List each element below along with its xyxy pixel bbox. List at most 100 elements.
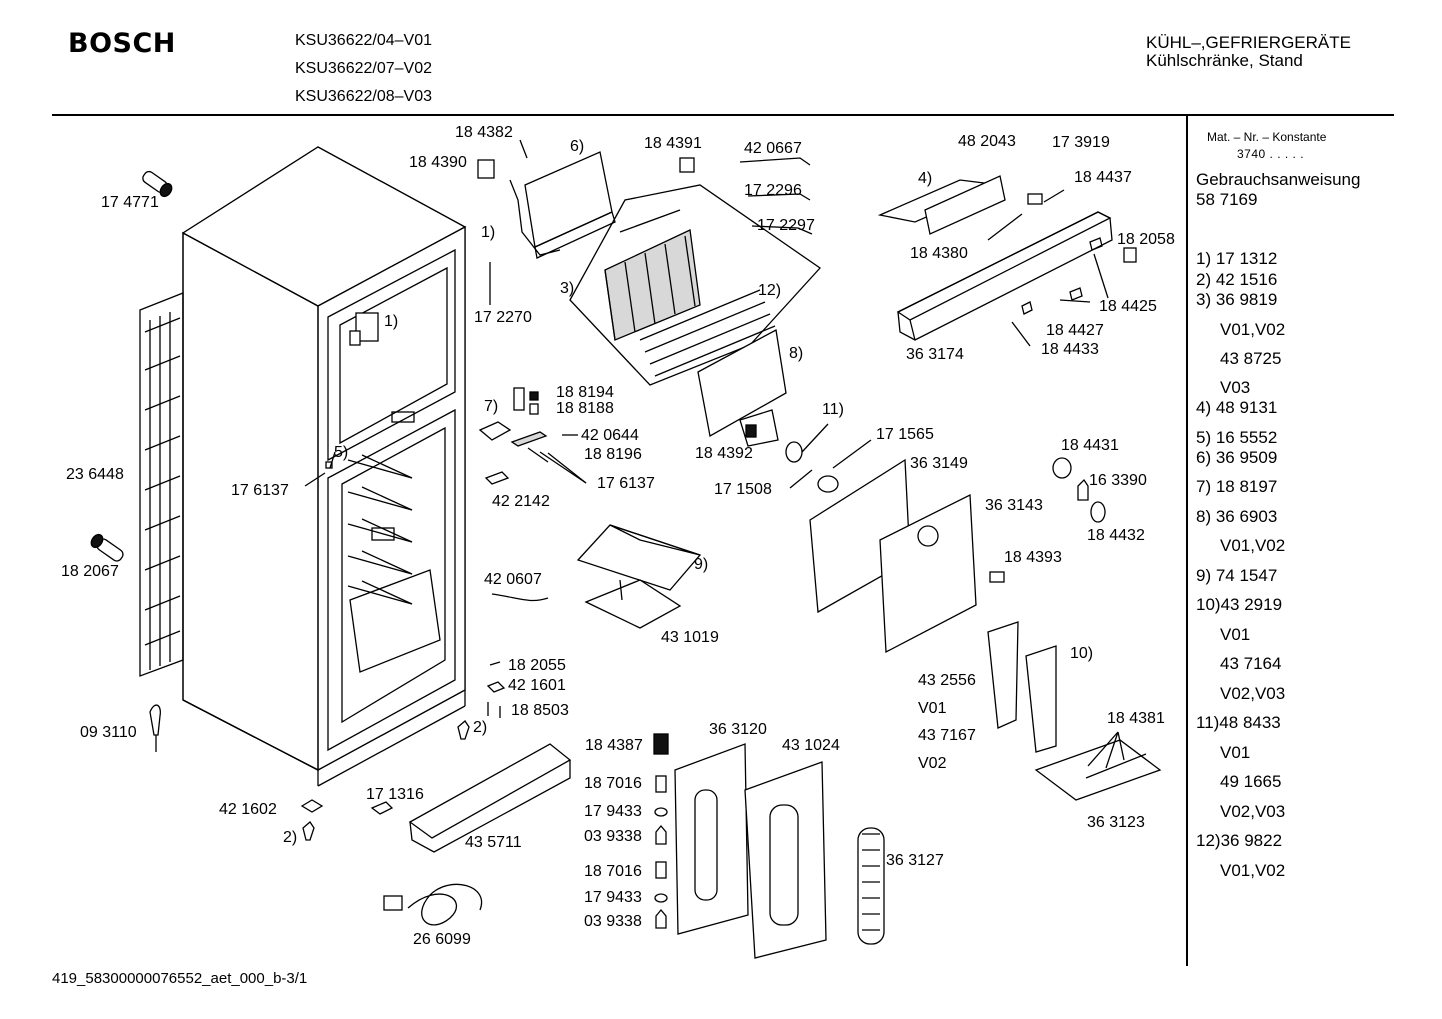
- part-variant: V02,V03: [1220, 802, 1286, 821]
- part-label: 42 1601: [508, 677, 566, 694]
- part-label: 43 1019: [661, 629, 719, 646]
- part-variant: V01: [1220, 625, 1251, 644]
- part-entry: 43 7164: [1220, 654, 1282, 673]
- part-label: 18 4390: [409, 154, 467, 171]
- part-label: 18 4392: [695, 445, 753, 462]
- part-variant: V01: [1220, 743, 1251, 762]
- mat-nr-label: Mat. – Nr. – Konstante: [1207, 130, 1327, 144]
- part-label: 18 8196: [584, 446, 642, 463]
- part-label: 18 8194: [556, 384, 614, 401]
- ref-label: 10): [1070, 645, 1094, 662]
- part-label: 18 4380: [910, 245, 968, 262]
- part-entry: 3) 36 9819: [1196, 290, 1278, 309]
- ref-label: 8): [789, 345, 804, 362]
- part-label: 16 3390: [1089, 472, 1147, 489]
- part-label: 18 4425: [1099, 298, 1157, 315]
- part-label: 18 4431: [1061, 437, 1119, 454]
- ref-label: 1): [384, 313, 399, 330]
- category-line: KÜHL–,GEFRIERGERÄTE: [1146, 33, 1351, 52]
- ref-label: 1): [481, 224, 496, 241]
- evaporator: [569, 184, 821, 386]
- sidebar-divider: [1186, 116, 1188, 966]
- mat-nr-value: 3740 . . . . .: [1237, 147, 1305, 161]
- manual-number: 58 7169: [1196, 190, 1258, 209]
- part-label: 03 9338: [584, 828, 642, 845]
- part-label: 43 7167: [918, 727, 976, 744]
- part-label: 42 1602: [219, 801, 277, 818]
- part-label: 18 4432: [1087, 527, 1145, 544]
- part-entry: 49 1665: [1220, 772, 1282, 791]
- part-entry: 8) 36 6903: [1196, 507, 1278, 526]
- part-label: 17 2296: [744, 182, 802, 199]
- part-label: 18 4381: [1107, 710, 1165, 727]
- part-label: 43 1024: [782, 737, 840, 754]
- part-label: 43 5711: [465, 834, 522, 851]
- ref-label: 12): [758, 282, 782, 299]
- part-label: 36 3127: [886, 852, 944, 869]
- manual-label: Gebrauchsanweisung: [1196, 170, 1361, 189]
- ref-label: 2): [473, 719, 488, 736]
- part-entry: 7) 18 8197: [1196, 477, 1278, 496]
- part-label: 17 9433: [584, 803, 642, 820]
- part-label: 36 3149: [910, 455, 968, 472]
- part-label: 17 9433: [584, 889, 642, 906]
- part-label: 17 1316: [366, 786, 424, 803]
- part-label: 17 6137: [231, 482, 289, 499]
- header-divider: [52, 114, 1394, 116]
- part-entry: 12)36 9822: [1196, 831, 1283, 850]
- part-label: 18 4433: [1041, 341, 1099, 358]
- part-label: 03 9338: [584, 913, 642, 930]
- model-number: KSU36622/08–V03: [295, 88, 432, 105]
- fridge-cabinet: [139, 146, 467, 787]
- ref-label: 3): [560, 280, 575, 297]
- left-parts: [90, 170, 470, 841]
- cover-plate: [697, 328, 787, 447]
- part-entry: 9) 74 1547: [1196, 566, 1278, 585]
- part-variant: V01,V02: [1220, 536, 1286, 555]
- part-label: 42 0667: [744, 140, 802, 157]
- part-label: 18 4387: [585, 737, 643, 754]
- part-label: 18 2058: [1117, 231, 1175, 248]
- variant-label: V01: [918, 700, 947, 717]
- part-label: 36 3120: [709, 721, 767, 738]
- ref-label: 2): [283, 829, 298, 846]
- ref-label: 6): [570, 138, 585, 155]
- part-label: 26 6099: [413, 931, 471, 948]
- part-entry: 6) 36 9509: [1196, 448, 1278, 467]
- category-subline: Kühlschränke, Stand: [1146, 51, 1303, 70]
- air-duct: [491, 524, 702, 629]
- part-entry: 11)48 8433: [1196, 713, 1281, 732]
- part-entry: 1) 17 1312: [1196, 249, 1278, 268]
- part-label: 18 8503: [511, 702, 569, 719]
- part-label: 17 6137: [597, 475, 655, 492]
- part-entry: 2) 42 1516: [1196, 270, 1278, 289]
- part-label: 18 7016: [584, 775, 642, 792]
- variant-label: V02: [918, 755, 947, 772]
- part-label: 18 4382: [455, 124, 513, 141]
- thermostat-parts: [478, 387, 549, 485]
- part-label: 18 7016: [584, 863, 642, 880]
- part-label: 18 2067: [61, 563, 119, 580]
- document-id: 419_58300000076552_aet_000_b-3/1: [52, 970, 308, 987]
- part-variant: V02,V03: [1220, 684, 1286, 703]
- part-label: 42 0644: [581, 427, 639, 444]
- ref-label: 9): [694, 556, 709, 573]
- part-variant: V03: [1220, 378, 1251, 397]
- part-variant: V01,V02: [1220, 320, 1286, 339]
- part-label: 18 4391: [644, 135, 702, 152]
- door-racks: [987, 621, 1162, 801]
- part-label: 17 1565: [876, 426, 934, 443]
- part-entry: 10)43 2919: [1196, 595, 1283, 614]
- appliance-category: KÜHL–,GEFRIERGERÄTE Kühlschränke, Stand: [1146, 34, 1351, 70]
- small-hardware: [370, 661, 572, 926]
- ref-label: 5): [334, 444, 349, 461]
- part-label: 36 3123: [1087, 814, 1145, 831]
- part-label: 17 2297: [757, 217, 815, 234]
- part-label: 18 8188: [556, 400, 614, 417]
- part-label: 18 2055: [508, 657, 566, 674]
- leader-lines: [304, 189, 1109, 716]
- part-label: 36 3174: [906, 346, 964, 363]
- brand-logo: BOSCH: [68, 28, 176, 59]
- door-liners: [653, 733, 885, 959]
